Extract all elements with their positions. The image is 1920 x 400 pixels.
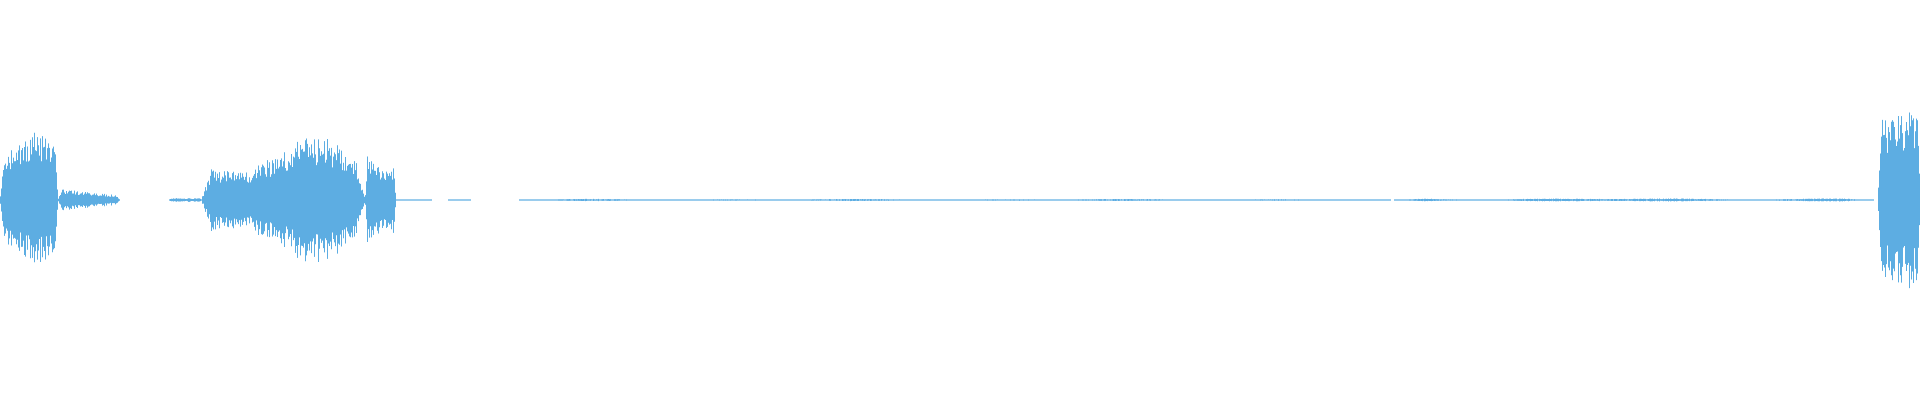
waveform-bars [0,112,1920,289]
